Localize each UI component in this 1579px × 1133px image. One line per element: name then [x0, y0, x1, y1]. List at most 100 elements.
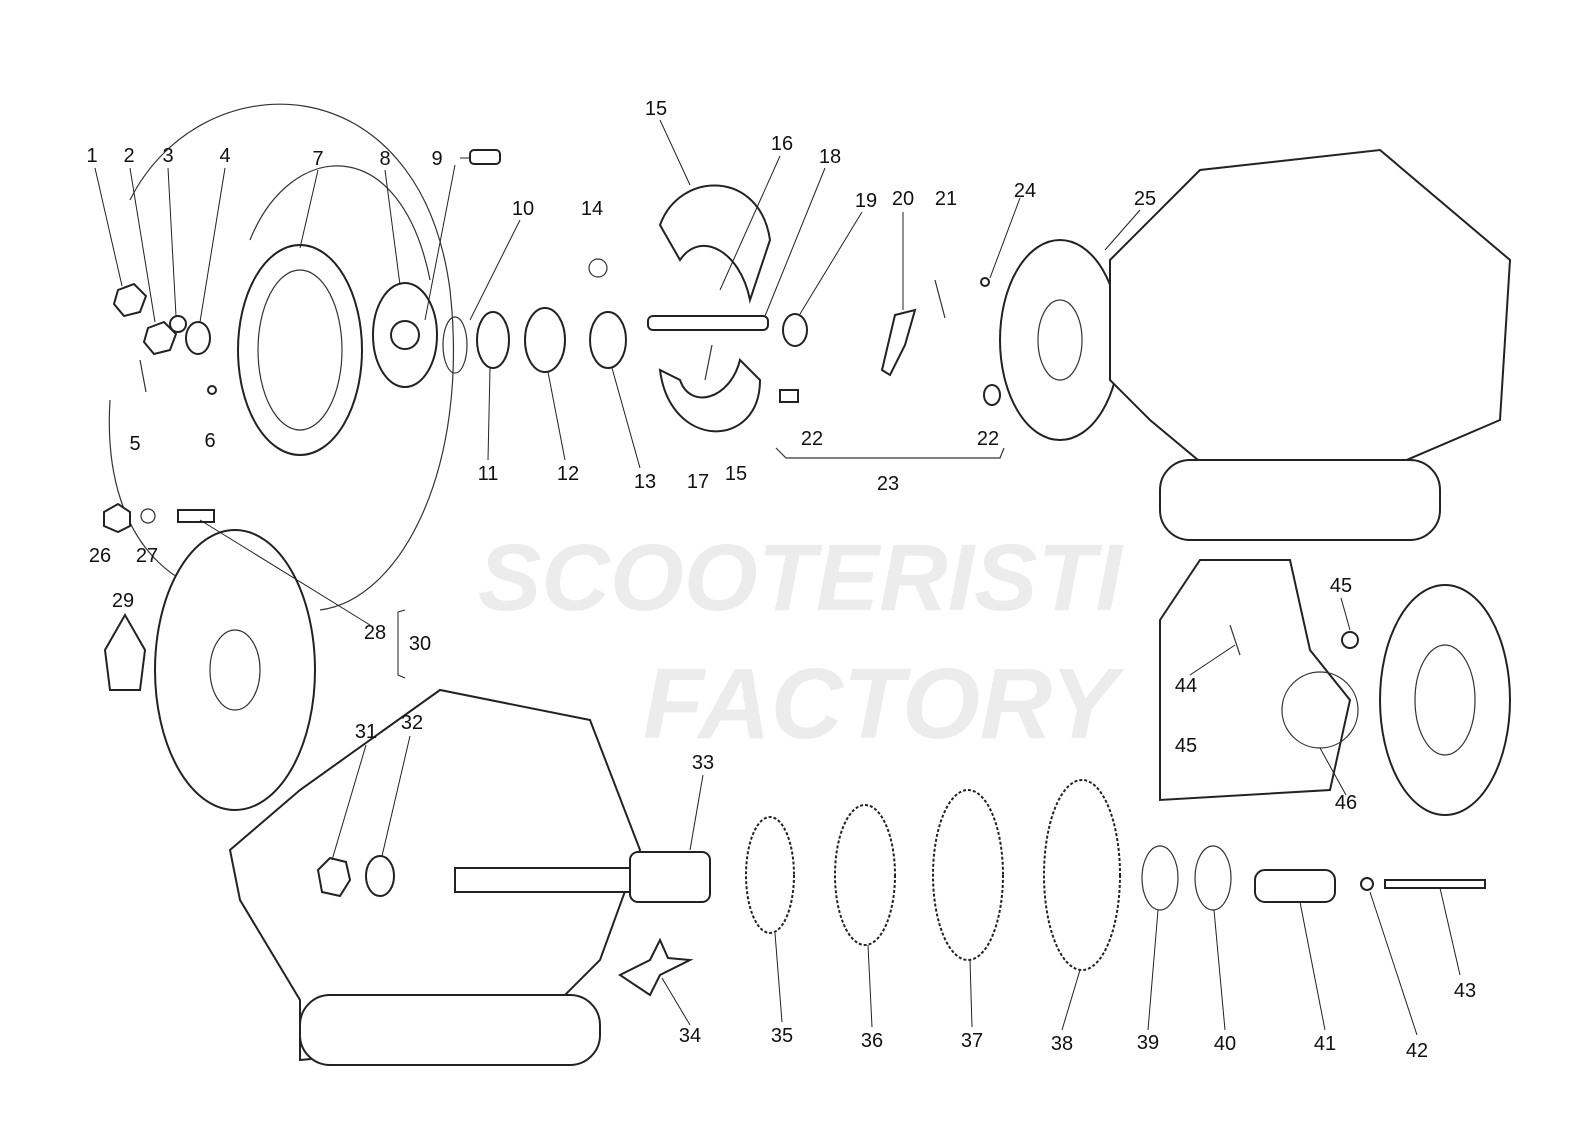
label-46: 46	[1335, 792, 1357, 814]
wheel-rim-30	[154, 529, 316, 811]
parts-middle-left	[103, 502, 316, 811]
label-6: 6	[204, 430, 215, 452]
label-45b: 45	[1175, 735, 1197, 757]
label-28: 28	[364, 622, 386, 644]
label-37: 37	[961, 1030, 983, 1052]
watermark: SCOOTERISTI FACTORY	[478, 525, 1125, 760]
leader-lines	[94, 119, 1461, 1036]
label-18: 18	[819, 146, 841, 168]
label-15: 15	[645, 98, 667, 120]
circlip-10	[442, 316, 468, 374]
label-5: 5	[129, 433, 140, 455]
cross-34	[618, 937, 694, 997]
circlip-40	[1194, 845, 1232, 911]
spring-44	[1229, 624, 1241, 656]
label-36: 36	[861, 1030, 883, 1052]
label-17: 17	[687, 471, 709, 493]
nut-1	[112, 282, 148, 318]
label-7: 7	[312, 148, 323, 170]
gear-35	[745, 816, 795, 934]
label-14: 14	[581, 198, 603, 220]
cotter-pin-5	[139, 359, 147, 393]
label-38: 38	[1051, 1033, 1073, 1055]
label-21: 21	[935, 188, 957, 210]
screw-24	[980, 277, 990, 287]
label-16: 16	[771, 133, 793, 155]
engine-casing-left	[228, 688, 642, 1062]
bolt-43	[1384, 879, 1486, 889]
shaft-gear-33	[629, 851, 711, 903]
part-labels: 1 2 3 4 5 6 7 8 9 10 11 12 13 14 15 16 1…	[86, 98, 1476, 1062]
label-34: 34	[679, 1025, 701, 1047]
parts-bottom-row	[228, 688, 1486, 1066]
spring-17	[704, 344, 713, 381]
label-23: 23	[877, 473, 899, 495]
nut-31	[316, 856, 352, 898]
swing-arm-right	[1159, 459, 1441, 541]
brake-plate-25	[999, 239, 1121, 441]
screw-6	[207, 385, 217, 395]
label-29: 29	[112, 590, 134, 612]
label-26: 26	[89, 545, 111, 567]
label-19: 19	[855, 190, 877, 212]
label-12: 12	[557, 463, 579, 485]
brake-drum-7	[237, 244, 363, 456]
label-32: 32	[401, 712, 423, 734]
ring-39	[1141, 845, 1179, 911]
label-30: 30	[409, 633, 431, 655]
label-3: 3	[162, 145, 173, 167]
label-27: 27	[136, 545, 158, 567]
washer-3	[169, 315, 187, 333]
parts-top-row	[112, 148, 1512, 541]
label-2: 2	[123, 145, 134, 167]
swing-arm-left	[299, 994, 601, 1066]
parts-right-inset	[1159, 559, 1511, 816]
label-44: 44	[1175, 675, 1197, 697]
label-1: 1	[86, 145, 97, 167]
washer-45	[1341, 631, 1359, 649]
label-41: 41	[1314, 1033, 1336, 1055]
label-22b: 22	[977, 428, 999, 450]
casing-inset	[1159, 559, 1352, 802]
engine-casing-right	[1109, 148, 1512, 482]
gear-38	[1043, 779, 1121, 971]
brake-shoe-15-upper	[658, 184, 772, 304]
bolt-22	[779, 389, 799, 403]
oring-14	[588, 258, 608, 278]
label-43: 43	[1454, 980, 1476, 1002]
label-35: 35	[771, 1025, 793, 1047]
seal-12	[524, 307, 566, 373]
label-20: 20	[892, 188, 914, 210]
nut-26	[103, 502, 131, 534]
washer-27	[140, 508, 156, 524]
label-9: 9	[431, 148, 442, 170]
lever-20	[880, 308, 917, 377]
washer-42	[1360, 877, 1374, 891]
sleeve-41	[1254, 869, 1336, 903]
cam-shaft-18	[647, 315, 769, 331]
drive-shaft-33	[454, 867, 656, 893]
cover-plate	[1379, 584, 1511, 816]
bearing-11	[476, 311, 510, 369]
label-4: 4	[219, 145, 230, 167]
stud-28	[177, 509, 215, 523]
label-42: 42	[1406, 1040, 1428, 1062]
pin-21	[934, 279, 946, 319]
label-45: 45	[1330, 575, 1352, 597]
castle-nut-2	[142, 320, 178, 356]
bracket-23	[775, 447, 1005, 459]
washer-4	[185, 321, 211, 355]
label-31: 31	[355, 721, 377, 743]
gear-37	[932, 789, 1004, 961]
label-15b: 15	[725, 463, 747, 485]
label-11: 11	[478, 463, 499, 485]
label-13: 13	[634, 471, 656, 493]
label-25: 25	[1134, 188, 1156, 210]
watermark-line-1: SCOOTERISTI	[478, 525, 1125, 631]
nut-22	[983, 384, 1001, 406]
label-22: 22	[801, 428, 823, 450]
gear-36	[834, 804, 896, 946]
brake-shoe-15-lower	[658, 358, 762, 433]
washer-19	[782, 313, 808, 347]
